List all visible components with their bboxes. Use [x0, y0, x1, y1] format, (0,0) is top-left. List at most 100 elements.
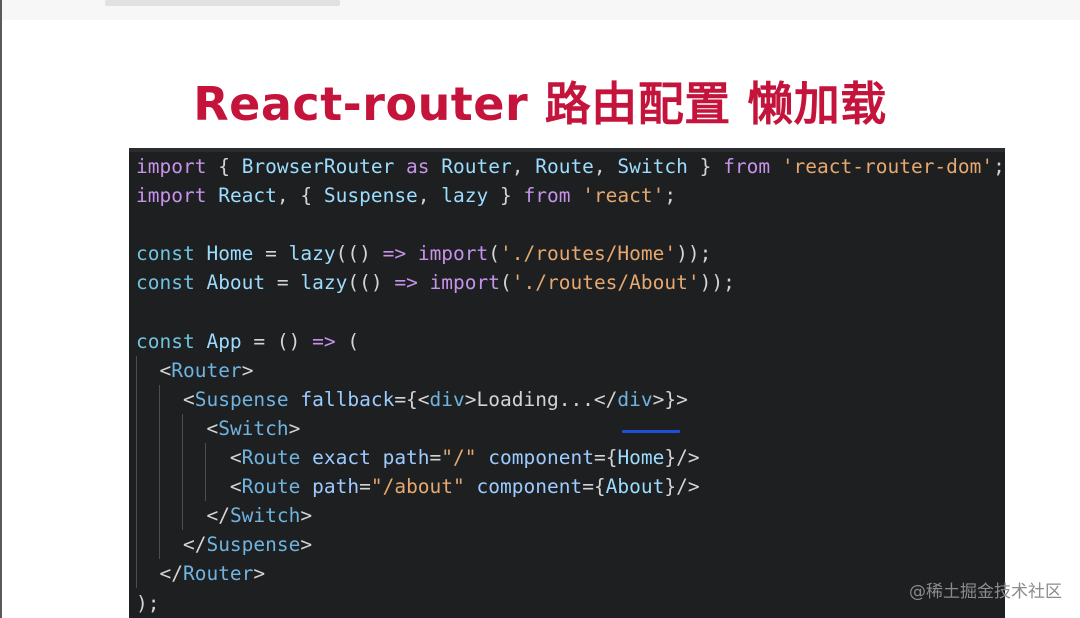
code-token: 'react-router-dom' — [781, 155, 994, 178]
code-token: Router — [171, 358, 242, 382]
code-token: Switch — [218, 416, 289, 440]
code-token: About — [605, 475, 665, 499]
code-token: (() — [347, 271, 395, 295]
code-token: < — [159, 358, 172, 382]
code-token: fallback — [300, 387, 395, 411]
code-token: => — [382, 242, 407, 266]
code-line: </Switch> — [136, 501, 312, 530]
code-token: > — [300, 533, 313, 557]
code-token: App — [206, 329, 242, 353]
code-token — [371, 446, 383, 469]
code-token: "/" — [441, 446, 477, 469]
code-token: from — [723, 155, 771, 178]
code-token: Switch — [229, 504, 301, 528]
code-token: { — [206, 155, 242, 178]
indent-guide — [136, 356, 137, 588]
code-token: Switch — [617, 155, 688, 178]
code-line: const Home = lazy(() => import('./routes… — [136, 239, 711, 268]
code-token: component — [488, 446, 594, 469]
code-editor-top-edge — [129, 148, 1005, 152]
code-token: >}> — [652, 387, 688, 411]
code-token — [477, 446, 489, 469]
code-token: lazy — [441, 184, 489, 208]
code-token: , { — [276, 184, 324, 208]
code-token: = — [359, 475, 371, 499]
code-token — [570, 184, 582, 207]
code-line: import { BrowserRouter as Router, Route,… — [136, 152, 1005, 181]
code-token: import — [417, 242, 489, 266]
code-token: BrowserRouter — [241, 155, 395, 178]
code-token: }/> — [664, 475, 700, 499]
code-token: Suspense — [206, 533, 301, 557]
code-token: )); — [699, 271, 735, 295]
code-token — [195, 271, 207, 294]
code-token — [418, 271, 430, 294]
code-token: } — [488, 184, 524, 208]
code-token: = — [429, 446, 442, 469]
code-line: <Route path="/about" component={About}/> — [136, 472, 700, 501]
code-token: = — [253, 242, 289, 266]
left-edge-border — [0, 0, 2, 618]
blurred-header-text — [105, 0, 340, 6]
code-token — [406, 242, 418, 265]
code-token: as — [394, 155, 442, 178]
code-token: < — [229, 446, 242, 469]
code-token: ( — [500, 271, 512, 295]
code-token: path — [312, 475, 360, 499]
code-token: component — [476, 475, 583, 499]
code-token — [770, 155, 782, 178]
code-token: </ — [182, 533, 207, 557]
code-token: ; — [664, 184, 677, 208]
code-token: About — [206, 271, 266, 295]
code-token: import — [429, 271, 501, 295]
code-token: >Loading...</ — [464, 387, 618, 411]
code-token — [300, 446, 312, 469]
code-token: ( — [488, 242, 501, 266]
code-token: Route — [241, 446, 301, 469]
code-line: </Router> — [136, 559, 265, 588]
code-token: Suspense — [323, 184, 418, 208]
code-token: > — [241, 358, 254, 382]
code-token: const — [136, 271, 195, 295]
code-token — [136, 388, 183, 411]
code-token: ={ — [582, 475, 606, 499]
code-token: import — [136, 184, 207, 208]
code-token: './routes/Home' — [500, 242, 677, 266]
code-token: = () — [241, 329, 313, 353]
code-token: => — [312, 329, 336, 353]
code-token — [195, 330, 207, 353]
code-token: ={ — [593, 446, 618, 469]
code-token: lazy — [300, 271, 348, 295]
code-token: Suspense — [194, 387, 289, 411]
code-token: React — [218, 184, 277, 208]
code-token: from — [523, 184, 571, 208]
blue-underline-mark — [622, 430, 680, 433]
code-token: ={< — [394, 387, 430, 411]
code-token: < — [229, 475, 242, 499]
code-token: Home — [206, 242, 254, 266]
code-token — [136, 562, 159, 585]
code-token: lazy — [288, 242, 336, 266]
code-token: div — [429, 387, 465, 411]
code-token: ( — [335, 329, 360, 353]
code-token: Home — [617, 446, 665, 469]
code-token: path — [382, 446, 430, 469]
code-line: ); — [136, 589, 159, 618]
code-token: const — [136, 242, 195, 266]
code-token: < — [182, 387, 195, 411]
code-token: > — [300, 504, 313, 528]
code-line: <Switch> — [136, 414, 300, 443]
code-line: <Route exact path="/" component={Home}/> — [136, 443, 700, 472]
code-line: const App = () => ( — [136, 327, 359, 356]
code-token: import — [136, 155, 207, 178]
code-token: > — [288, 416, 301, 440]
code-line: <Router> — [136, 356, 253, 385]
code-token: ; — [993, 155, 1005, 178]
code-token: 'react' — [582, 184, 665, 208]
code-token: </ — [206, 504, 230, 528]
code-token — [136, 417, 206, 440]
code-editor: import { BrowserRouter as Router, Route,… — [129, 148, 1005, 618]
code-token: Route — [241, 475, 301, 499]
code-token: (() — [335, 242, 383, 266]
watermark: @稀土掘金技术社区 — [909, 582, 1062, 602]
